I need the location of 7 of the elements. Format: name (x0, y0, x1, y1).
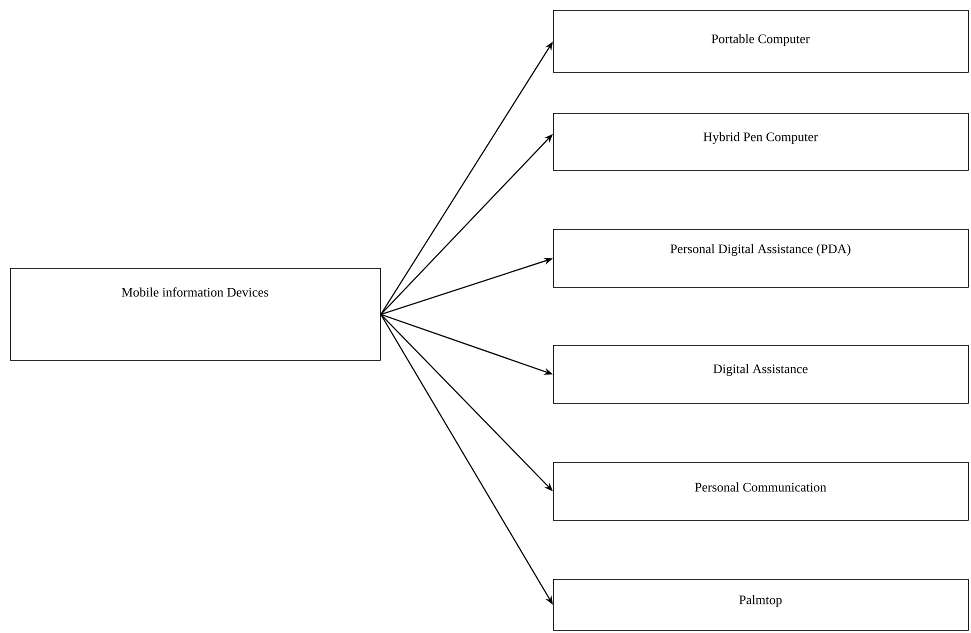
text-box: Portable Computer (553, 10, 969, 73)
text-box: Digital Assistance (553, 345, 969, 404)
text-box: Personal Communication (553, 462, 969, 521)
text-box: Palmtop (553, 579, 969, 631)
text-box: Hybrid Pen Computer (553, 113, 969, 171)
text-box: Mobile information Devices (10, 268, 381, 361)
text-box: Personal Digital Assistance (PDA) (553, 229, 969, 288)
